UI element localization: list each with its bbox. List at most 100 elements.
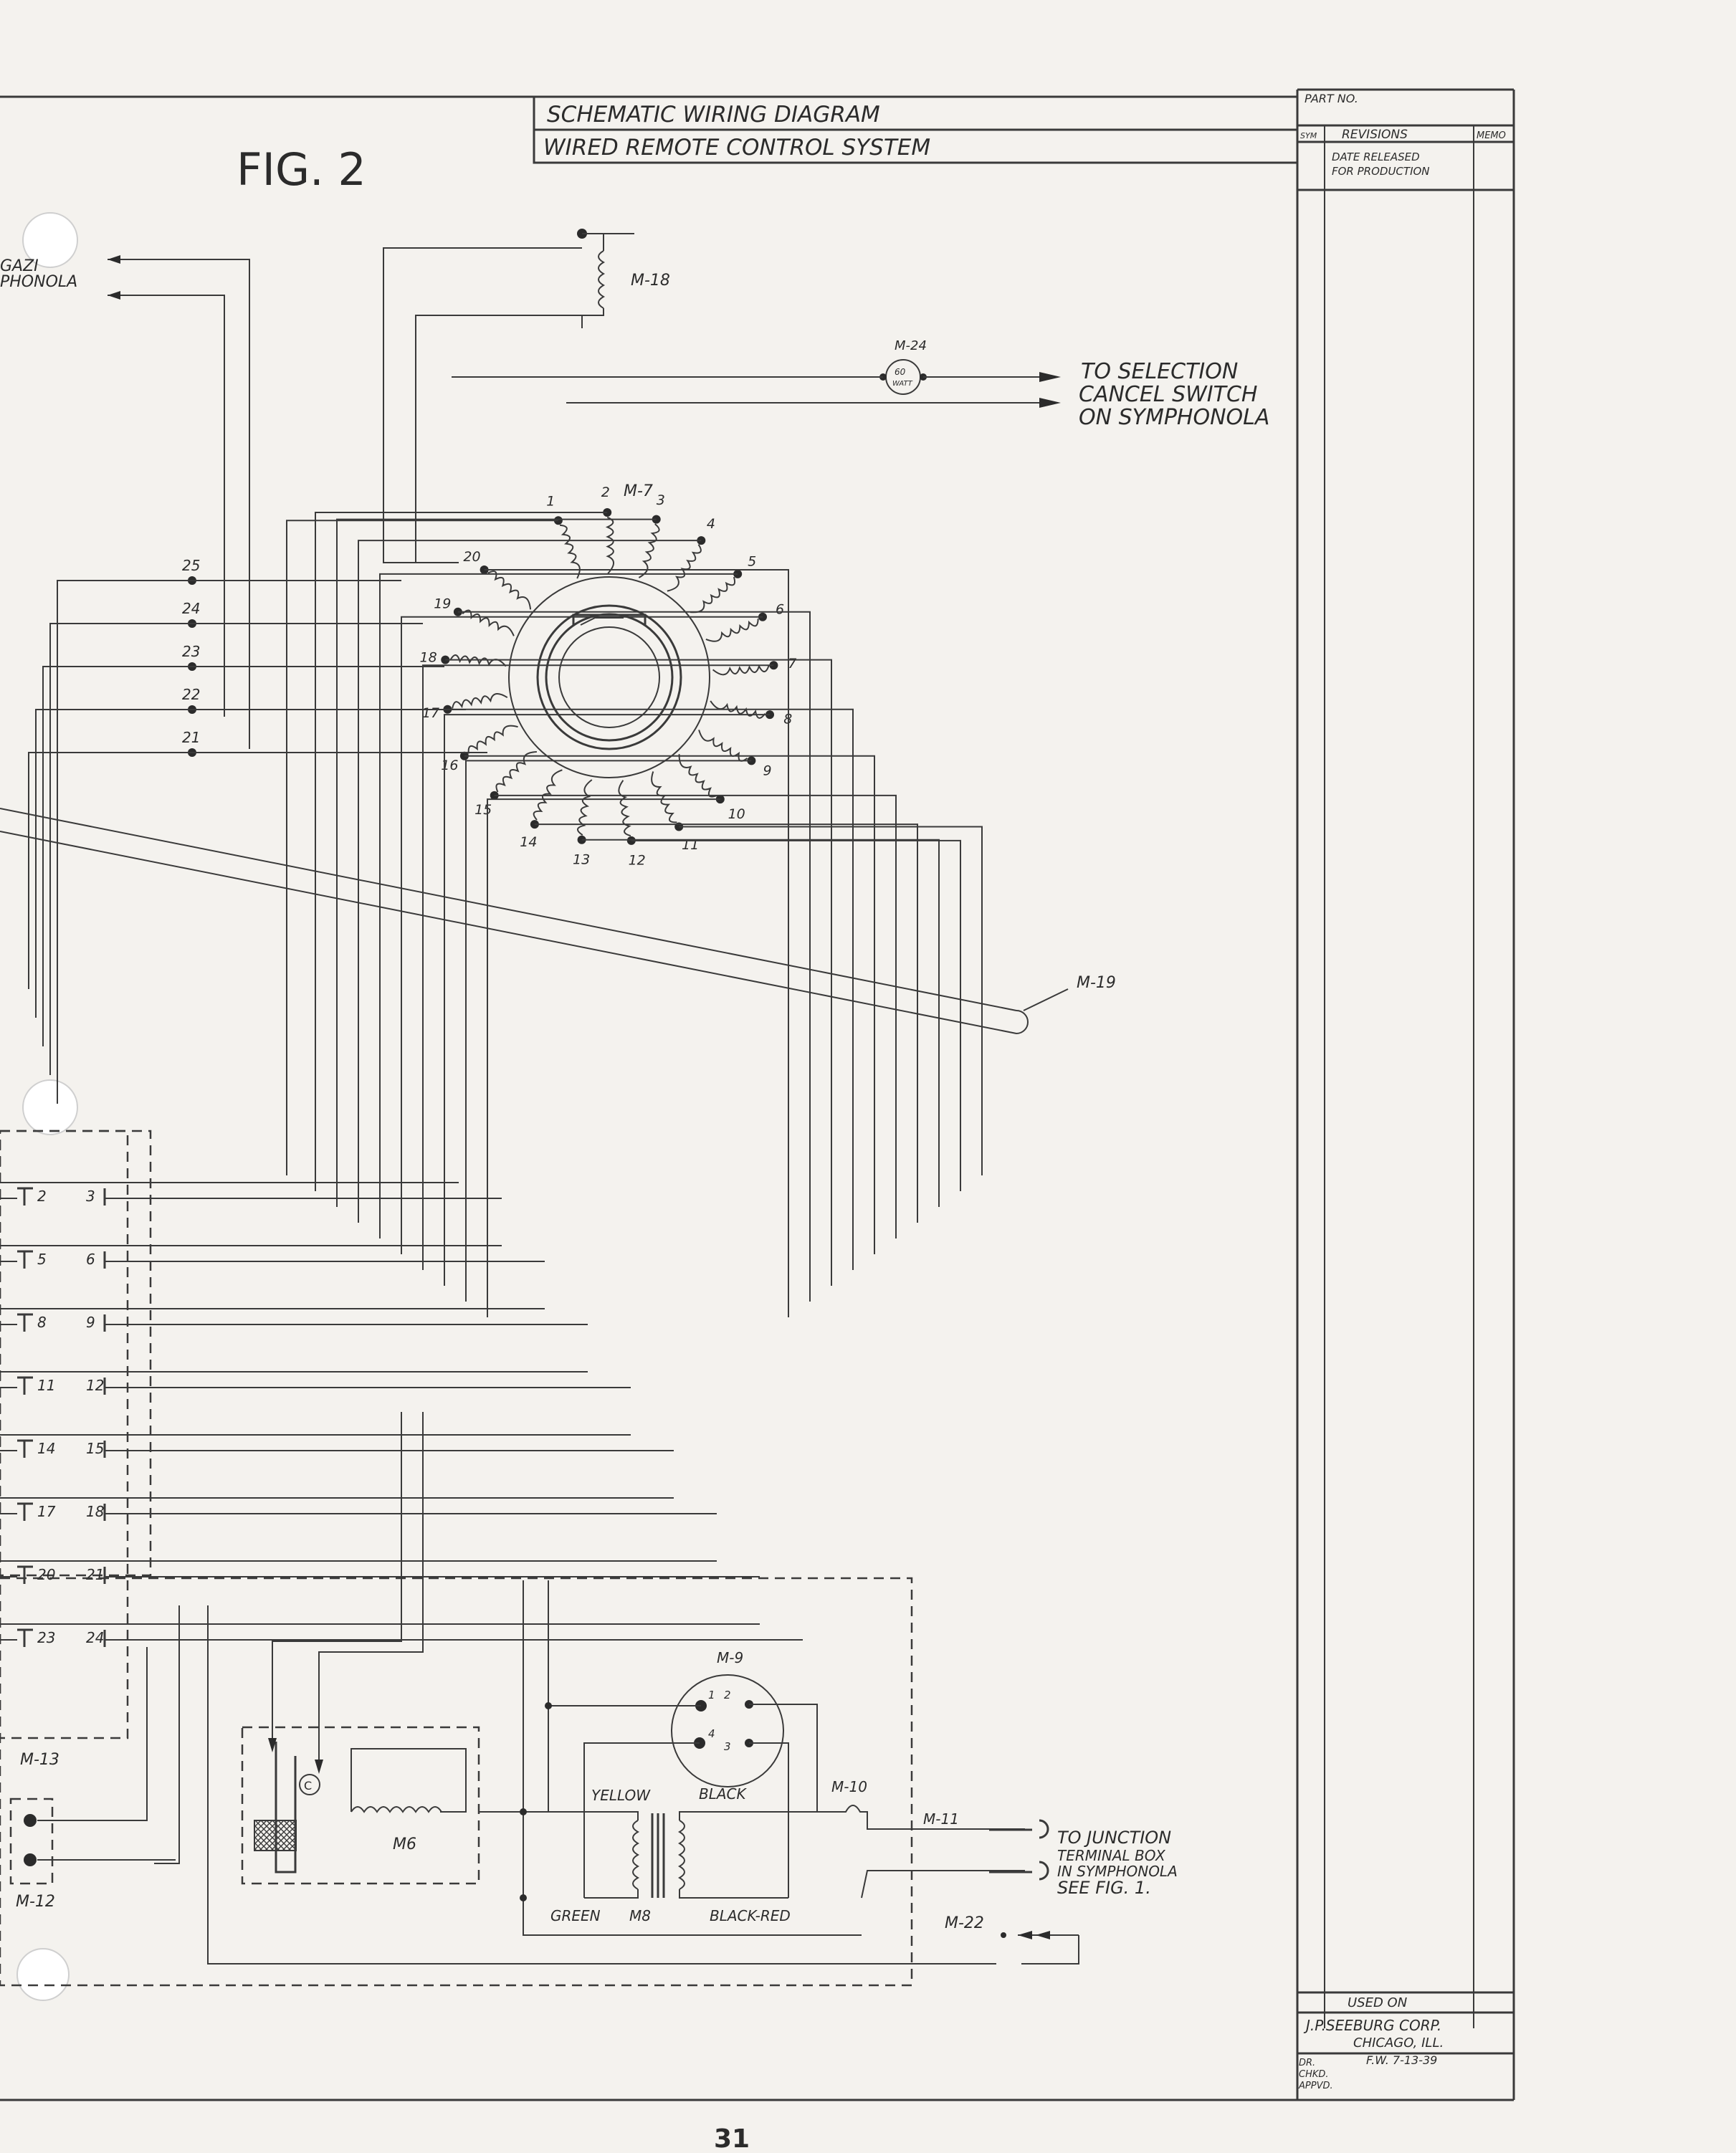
- coil-winding: [710, 700, 766, 719]
- switch-label-a: 8: [37, 1314, 47, 1331]
- sym-label: SYM: [1300, 131, 1317, 140]
- coil-wire: [401, 616, 763, 1254]
- coil-winding: [495, 751, 537, 793]
- terminal-23: 23: [42, 643, 444, 1046]
- coil-number: 6: [776, 601, 784, 617]
- m7-label: M-7: [624, 482, 653, 500]
- terminal-wire: [57, 580, 192, 1104]
- switch-label-a: 2: [37, 1188, 47, 1205]
- approved-label: APPVD.: [1298, 2081, 1333, 2091]
- switch-label-a: 17: [37, 1503, 56, 1520]
- symphonola-label: PHONOLA: [0, 273, 77, 291]
- coil-winding: [712, 664, 770, 676]
- coil-winding: [577, 779, 593, 836]
- terminal-21: 21: [28, 729, 487, 989]
- switch-label-b: 9: [86, 1314, 95, 1331]
- coil-return-wires: [286, 512, 983, 1317]
- coil-wire: [315, 512, 608, 1191]
- m8-label: M8: [629, 1907, 651, 1924]
- coil-wire: [358, 540, 702, 1223]
- coil-number: 16: [441, 758, 458, 773]
- coil-winding: [487, 571, 532, 610]
- c-label: C: [304, 1779, 312, 1792]
- coil-number: 12: [629, 853, 646, 869]
- m19-label: M-19: [1077, 974, 1116, 992]
- coil-winding: [605, 516, 615, 574]
- m12-label: M-12: [16, 1893, 55, 1911]
- m9-terminal-3: 3: [724, 1740, 731, 1753]
- coil-16: 16: [441, 725, 518, 773]
- green-label: GREEN: [550, 1907, 601, 1924]
- drawn-value: F.W. 7-13-39: [1366, 2053, 1437, 2067]
- m22-label: M-22: [945, 1914, 984, 1932]
- switch-label-b: 3: [86, 1188, 95, 1205]
- coil-wire: [445, 659, 832, 1286]
- magazine-label: GAZI: [0, 257, 39, 275]
- m24-lamp: 60 WATT M-24 TO SELECTION CANCEL SWITCH …: [452, 338, 1269, 430]
- used-on-label: USED ON: [1348, 1995, 1407, 2010]
- title-line-2: WIRED REMOTE CONTROL SYSTEM: [543, 135, 930, 161]
- coil-wire: [534, 824, 918, 1223]
- part-no-label: PART NO.: [1305, 92, 1358, 105]
- coil-winding: [467, 725, 518, 754]
- coil-winding: [667, 544, 702, 592]
- switch-label-a: 14: [37, 1440, 55, 1457]
- m19-cable: M-19: [0, 808, 1116, 1034]
- coil-wire: [631, 839, 961, 1191]
- drawing-border: [0, 88, 1515, 2101]
- coil-wire: [679, 826, 983, 1175]
- coil-winding: [462, 609, 515, 636]
- m6-core: [254, 1820, 297, 1851]
- coil-wire: [484, 569, 789, 1317]
- selection-note-2: CANCEL SWITCH: [1079, 382, 1257, 407]
- revision-block: PART NO. SYM REVISIONS MEMO DATE RELEASE…: [1297, 92, 1514, 2028]
- coil-number: 15: [474, 802, 492, 818]
- coil-number: 2: [601, 484, 610, 500]
- m12-block: M-12: [9, 1647, 176, 1911]
- page-number: 31: [714, 2124, 750, 2150]
- coil-5: 5: [690, 553, 756, 614]
- terminal-24: 24: [49, 600, 423, 1075]
- coil-number: 4: [707, 516, 715, 532]
- terminal-number: 22: [182, 686, 200, 703]
- company-name: J.P.SEEBURG CORP.: [1303, 2017, 1441, 2034]
- m18-label: M-18: [631, 272, 670, 290]
- switch-label-b: 6: [86, 1251, 95, 1268]
- binder-hole-middle: [22, 1079, 78, 1135]
- revisions-label: REVISIONS: [1342, 128, 1408, 142]
- coil-winding: [452, 693, 508, 709]
- coil-winding: [705, 619, 759, 642]
- drawn-label: DR.: [1299, 2058, 1315, 2068]
- terminal-number: 25: [182, 557, 200, 574]
- m24-rating-2: WATT: [892, 380, 913, 388]
- coil-winding: [651, 771, 677, 824]
- yellow-label: YELLOW: [591, 1787, 651, 1804]
- terminal-wire: [42, 666, 192, 1046]
- terminal-wire: [28, 752, 192, 989]
- coil-wire: [447, 708, 854, 1270]
- coil-wire: [465, 760, 752, 1302]
- switch-label-b: 12: [86, 1377, 104, 1394]
- m9-label: M-9: [717, 1649, 743, 1666]
- m9-terminal-2: 2: [724, 1689, 731, 1701]
- coil-wire: [336, 518, 657, 1207]
- coil-wire: [487, 798, 720, 1317]
- coil-number: 10: [728, 806, 745, 822]
- black-label: BLACK: [699, 1785, 748, 1803]
- coil-wire: [494, 794, 897, 1238]
- junction-note-2: TERMINAL BOX: [1057, 1847, 1166, 1864]
- coil-number: 3: [657, 492, 665, 508]
- coil-number: 5: [748, 553, 756, 569]
- terminal-number: 23: [182, 643, 200, 660]
- selection-note-3: ON SYMPHONOLA: [1079, 405, 1269, 430]
- coil-3: 3: [638, 492, 665, 578]
- terminal-number: 21: [182, 729, 200, 746]
- junction-note-4: SEE FIG. 1.: [1057, 1878, 1151, 1898]
- binder-hole-bottom: [16, 1948, 70, 2001]
